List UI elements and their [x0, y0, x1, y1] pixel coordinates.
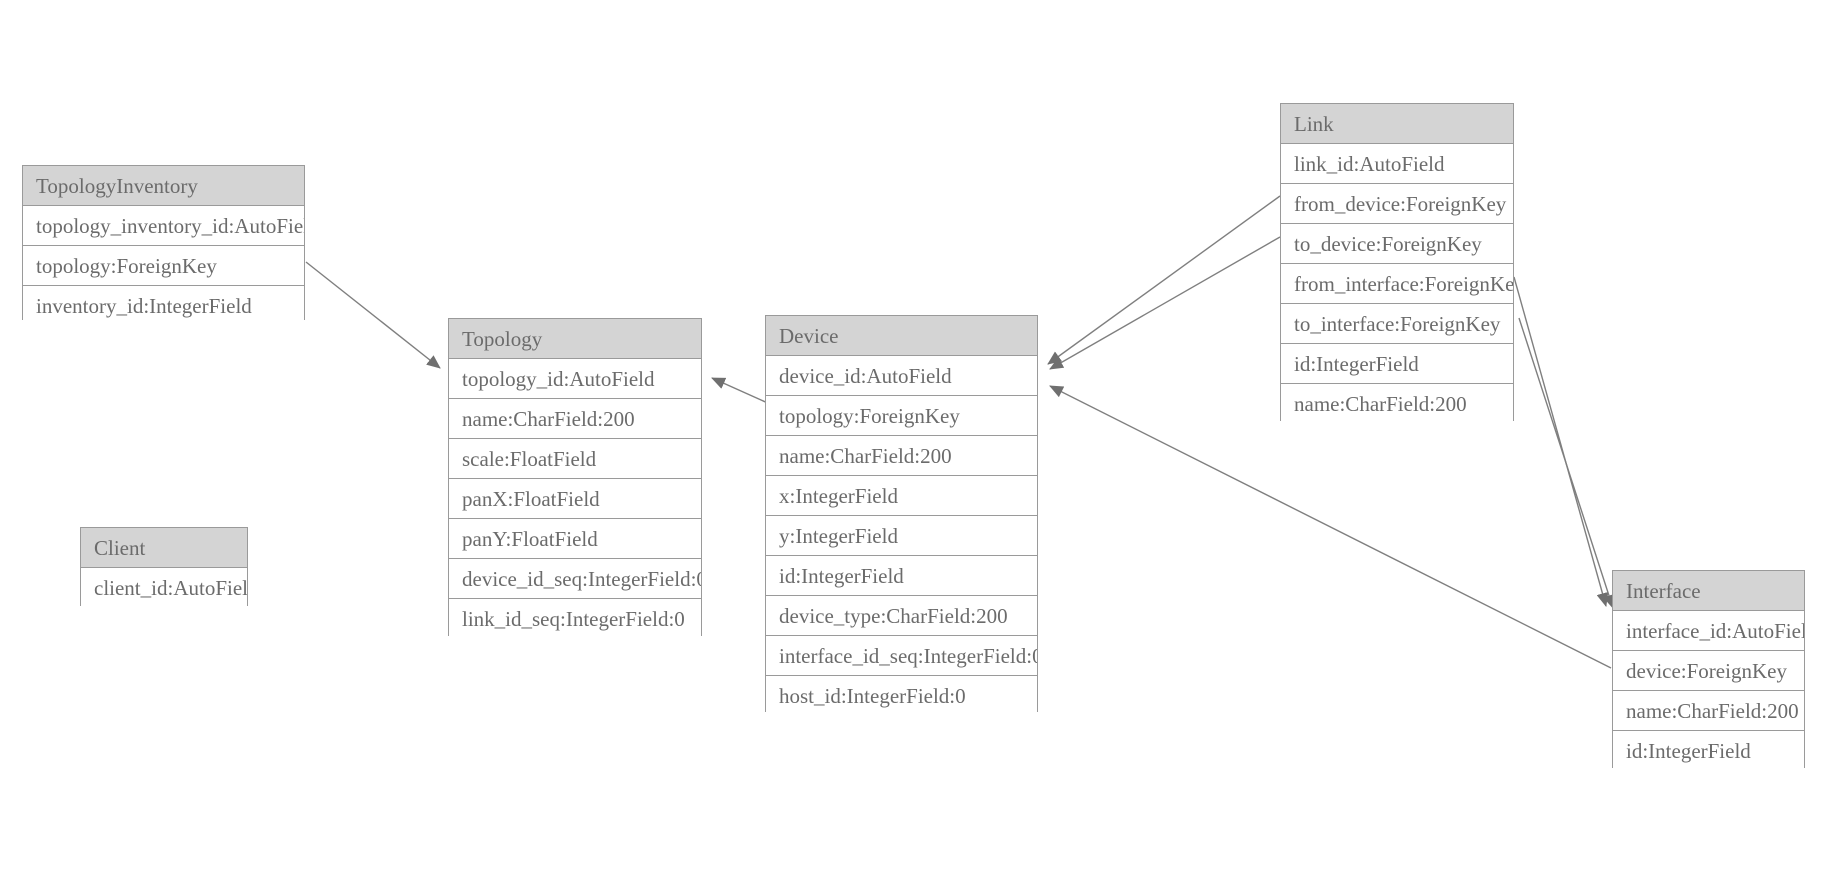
entity-field: link_id_seq:IntegerField:0 — [449, 599, 701, 639]
edge-interface-device — [1049, 385, 1612, 669]
entity-field: y:IntegerField — [766, 516, 1037, 556]
entity-field: link_id:AutoField — [1281, 144, 1513, 184]
entity-field: host_id:IntegerField:0 — [766, 676, 1037, 716]
entity-field: device_id_seq:IntegerField:0 — [449, 559, 701, 599]
entity-field: topology_id:AutoField — [449, 359, 701, 399]
entity-field: id:IntegerField — [1613, 731, 1804, 771]
entity-title-interface: Interface — [1613, 571, 1804, 611]
entity-field: name:CharField:200 — [766, 436, 1037, 476]
entity-field: topology_inventory_id:AutoField — [23, 206, 304, 246]
entity-field: to_interface:ForeignKey — [1281, 304, 1513, 344]
entity-field: to_device:ForeignKey — [1281, 224, 1513, 264]
entity-field: interface_id_seq:IntegerField:0 — [766, 636, 1037, 676]
edge-link-to-device — [1049, 236, 1281, 370]
edge-link-from-device — [1047, 195, 1281, 365]
entity-field: device:ForeignKey — [1613, 651, 1804, 691]
entity-field: x:IntegerField — [766, 476, 1037, 516]
entity-field: client_id:AutoField — [81, 568, 247, 608]
entity-field: panY:FloatField — [449, 519, 701, 559]
entity-field: name:CharField:200 — [1613, 691, 1804, 731]
entity-title-link: Link — [1281, 104, 1513, 144]
edge-link-from-interface — [1513, 276, 1609, 607]
entity-field: scale:FloatField — [449, 439, 701, 479]
entity-field: id:IntegerField — [1281, 344, 1513, 384]
entity-field: device_id:AutoField — [766, 356, 1037, 396]
entity-field: topology:ForeignKey — [23, 246, 304, 286]
entity-field: name:CharField:200 — [449, 399, 701, 439]
entity-title-client: Client — [81, 528, 247, 568]
entity-field: topology:ForeignKey — [766, 396, 1037, 436]
entity-title-device: Device — [766, 316, 1037, 356]
entity-field: from_interface:ForeignKey — [1281, 264, 1513, 304]
edge-link-to-interface — [1518, 317, 1615, 609]
edge-topologyinventory-topology — [305, 261, 441, 369]
entity-field: from_device:ForeignKey — [1281, 184, 1513, 224]
entity-title-topology_inventory: TopologyInventory — [23, 166, 304, 206]
entity-field: device_type:CharField:200 — [766, 596, 1037, 636]
entity-field: inventory_id:IntegerField — [23, 286, 304, 326]
entity-field: id:IntegerField — [766, 556, 1037, 596]
entity-field: panX:FloatField — [449, 479, 701, 519]
entity-field: name:CharField:200 — [1281, 384, 1513, 424]
entity-field: interface_id:AutoField — [1613, 611, 1804, 651]
entity-title-topology: Topology — [449, 319, 701, 359]
